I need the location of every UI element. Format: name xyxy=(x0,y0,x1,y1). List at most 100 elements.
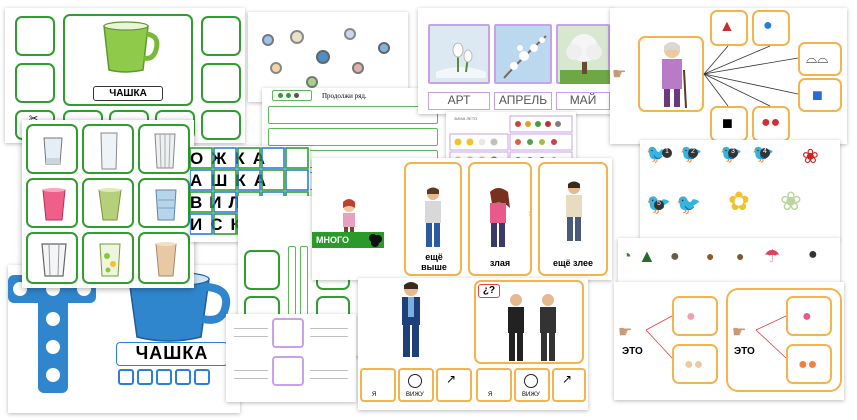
compare-label-angrier: ещё злее xyxy=(552,258,594,268)
season-image-frame xyxy=(556,24,610,84)
symbol-label: ВИЖУ xyxy=(522,392,540,398)
cup-cell: ЧАШКА xyxy=(63,14,193,106)
twins-icon: ●● xyxy=(684,356,704,373)
item-cell: ■ xyxy=(710,106,748,142)
big-cup-word-label: ЧАШКА xyxy=(116,342,228,366)
symbol-cell xyxy=(360,368,396,402)
grandma-icon xyxy=(662,42,687,109)
green-dot xyxy=(286,93,291,98)
faceted-glass-icon xyxy=(154,133,176,169)
bird-number: 2 xyxy=(688,148,698,158)
clear-glass-icon xyxy=(41,243,67,277)
plate-icon xyxy=(306,76,318,88)
answer-box xyxy=(175,369,191,385)
arrow-icon: › xyxy=(528,208,532,219)
glass-cell xyxy=(82,124,134,174)
question-symbol-icon: ↗ xyxy=(446,372,457,386)
card-nature-strip[interactable]: ◔ ▲ ● ● ● ☂ ● xyxy=(618,238,840,282)
season-label-march: АРТ xyxy=(428,92,490,110)
column-cell xyxy=(244,250,280,290)
card-seasons[interactable]: АРТ АПРЕЛЬ МАЙ xyxy=(418,8,614,114)
dots-row-strip xyxy=(272,90,312,101)
letters-row-1: ОЖКА xyxy=(190,149,274,168)
green-cup-icon xyxy=(103,21,160,73)
man-figure-icon xyxy=(425,187,441,247)
plate-icon xyxy=(270,62,282,74)
eto-label: ЭТО xyxy=(622,346,643,357)
plate-icon xyxy=(290,30,304,44)
card-grandma-items[interactable]: ☛ ▲ ● ⌓⌓ ■ ■ ●● xyxy=(610,8,847,144)
glass-cell xyxy=(138,178,190,228)
plate-icon xyxy=(262,34,274,46)
question-marks: ¿? xyxy=(478,284,500,298)
scissors-icon: ✂ xyxy=(29,113,39,125)
letters-row-2: АШКА xyxy=(190,171,275,190)
fir-tree-icon: ▲ xyxy=(638,246,656,266)
question-frame xyxy=(474,280,584,364)
symbol-cell xyxy=(476,368,512,402)
writing-line xyxy=(234,370,268,371)
image-slot xyxy=(272,318,304,348)
symbol-cell xyxy=(514,368,550,402)
plate-icon xyxy=(352,62,364,74)
snowdrops-icon: ❀ xyxy=(780,186,802,216)
symbol-cell xyxy=(436,368,472,402)
blossom-branch-icon xyxy=(503,35,547,79)
pointing-hand-icon: ☛ xyxy=(732,324,747,341)
item-cell: ● xyxy=(752,10,790,46)
yarn-icon: ● xyxy=(763,17,773,34)
girl-icon: ● xyxy=(802,308,812,325)
baby-frame: ●● xyxy=(672,344,718,384)
answer-box xyxy=(156,369,172,385)
pattern-title: Продолжи ряд. xyxy=(322,92,367,100)
question-symbol-icon: ↗ xyxy=(562,372,573,386)
writing-line xyxy=(234,336,268,337)
item-cell: ■ xyxy=(798,78,842,112)
season-label-may: МАЙ xyxy=(556,92,610,110)
grid-cell xyxy=(15,63,55,103)
many-label: МНОГО xyxy=(312,232,384,248)
card-glasses-grid[interactable] xyxy=(22,120,194,288)
turkey-icon: ● xyxy=(808,246,818,263)
image-slot xyxy=(272,356,304,386)
bird-number: 5 xyxy=(654,200,664,210)
patterned-glass-icon xyxy=(99,243,121,277)
pink-cup-icon xyxy=(42,188,66,221)
symbol-label: Я xyxy=(488,392,493,398)
mushroom-icon: ● xyxy=(736,248,745,264)
card-dots[interactable] xyxy=(248,12,408,102)
card-speech[interactable]: ¿? Я ВИЖУ ↗ Я ВИЖУ ↗ xyxy=(358,278,588,410)
writing-line xyxy=(310,370,348,371)
item-cell: ⌓⌓ xyxy=(798,42,842,76)
pointing-hand-icon: ☛ xyxy=(612,66,627,83)
plate-icon xyxy=(316,50,330,64)
branch-lines xyxy=(755,315,787,359)
compare-label-taller: ещё выше xyxy=(421,252,447,272)
blue-glass-icon xyxy=(155,189,177,221)
writing-line xyxy=(234,378,268,379)
angry-man-icon xyxy=(566,181,582,241)
glass-cell xyxy=(82,232,134,284)
season-image-frame xyxy=(428,24,490,84)
card-birds[interactable]: 🐦 1 🐦 2 🐦 3 🐦 4 ❀ 🐦 5 🐦 ✿ ❀ xyxy=(640,140,840,240)
glass-cell xyxy=(82,178,134,228)
green-paper-cup-icon xyxy=(98,188,122,221)
acorn-icon: ● xyxy=(706,248,715,264)
watermelon-icon: ◔ xyxy=(622,248,632,265)
bird-icon: 🐦 xyxy=(676,194,701,216)
card-comparison[interactable]: МНОГО ещё выше злая ещё злее › xyxy=(312,158,612,280)
card-handwriting[interactable] xyxy=(226,314,356,402)
season-image-frame xyxy=(494,24,552,84)
two-men-icon xyxy=(508,294,556,361)
connector-lines xyxy=(703,45,799,107)
card-eto[interactable]: ☛ ЭТО ● ●● ☛ ЭТО ● ●● xyxy=(614,282,844,400)
eye-icon xyxy=(408,374,422,388)
pattern-row xyxy=(268,128,438,146)
grandma-frame xyxy=(638,36,704,112)
writing-line xyxy=(310,378,348,379)
baby-frame: ● xyxy=(672,296,718,336)
baby-icon: ● xyxy=(686,308,696,325)
blooming-tree-icon xyxy=(560,34,610,84)
eye-icon xyxy=(524,374,538,388)
symbol-label: ВИЖУ xyxy=(406,392,424,398)
